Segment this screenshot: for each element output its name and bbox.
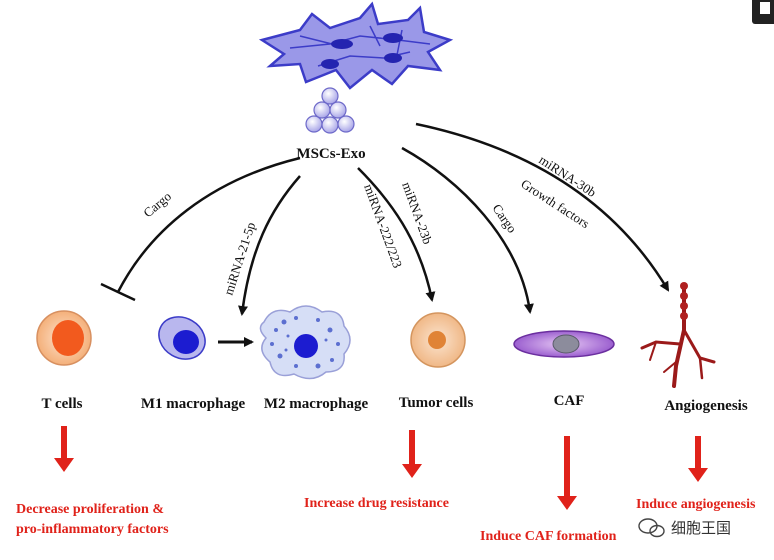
caf-icon <box>513 330 615 358</box>
inhibition-arrow-tcells <box>100 156 301 302</box>
arrow-label-tcells-cargo: Cargo <box>140 189 174 221</box>
exosome-vesicles-icon <box>305 87 355 134</box>
arrow-label-caf-cargo: Cargo <box>490 201 520 235</box>
label-tumor-cells: Tumor cells <box>399 395 474 411</box>
blood-vessel-icon <box>640 282 716 388</box>
msc-cell-icon <box>258 1 454 90</box>
red-down-arrow-tcells <box>54 426 74 472</box>
outcome-caf: Induce CAF formation <box>480 529 617 544</box>
label-caf: CAF <box>554 393 585 409</box>
m2-macrophage-icon <box>259 305 351 380</box>
arrow-to-tumor <box>357 167 436 302</box>
msc-exo-label: MSCs-Exo <box>296 146 365 162</box>
label-m1-macrophage: M1 macrophage <box>141 396 246 412</box>
red-down-arrow-angiogenesis <box>688 436 708 482</box>
label-angiogenesis: Angiogenesis <box>664 398 748 414</box>
corner-icon <box>752 0 774 24</box>
watermark: 细胞王国 <box>638 518 731 538</box>
red-down-arrow-caf <box>557 436 577 510</box>
tcell-icon <box>36 310 92 366</box>
wechat-icon <box>638 518 665 538</box>
arrow-to-m1 <box>238 175 301 316</box>
tumor-cell-icon <box>410 312 466 368</box>
label-m2-macrophage: M2 macrophage <box>264 396 369 412</box>
outcome-arrows <box>54 426 708 510</box>
red-down-arrow-tumor <box>402 430 422 478</box>
outcome-tcells-line2: pro-inflammatory factors <box>16 522 169 537</box>
watermark-text: 细胞王国 <box>671 519 731 537</box>
arrow-to-caf <box>401 146 534 314</box>
outcome-tcells-line1: Decrease proliferation & <box>16 502 164 517</box>
m1-macrophage-icon <box>158 316 206 360</box>
outcome-angiogenesis: Induce angiogenesis <box>636 497 756 512</box>
arrow-to-angiogenesis <box>415 122 670 292</box>
arrow-label-mirna-23b: miRNA-23b <box>399 180 435 246</box>
outcome-tumor: Increase drug resistance <box>304 496 449 511</box>
label-tcells: T cells <box>42 396 83 412</box>
